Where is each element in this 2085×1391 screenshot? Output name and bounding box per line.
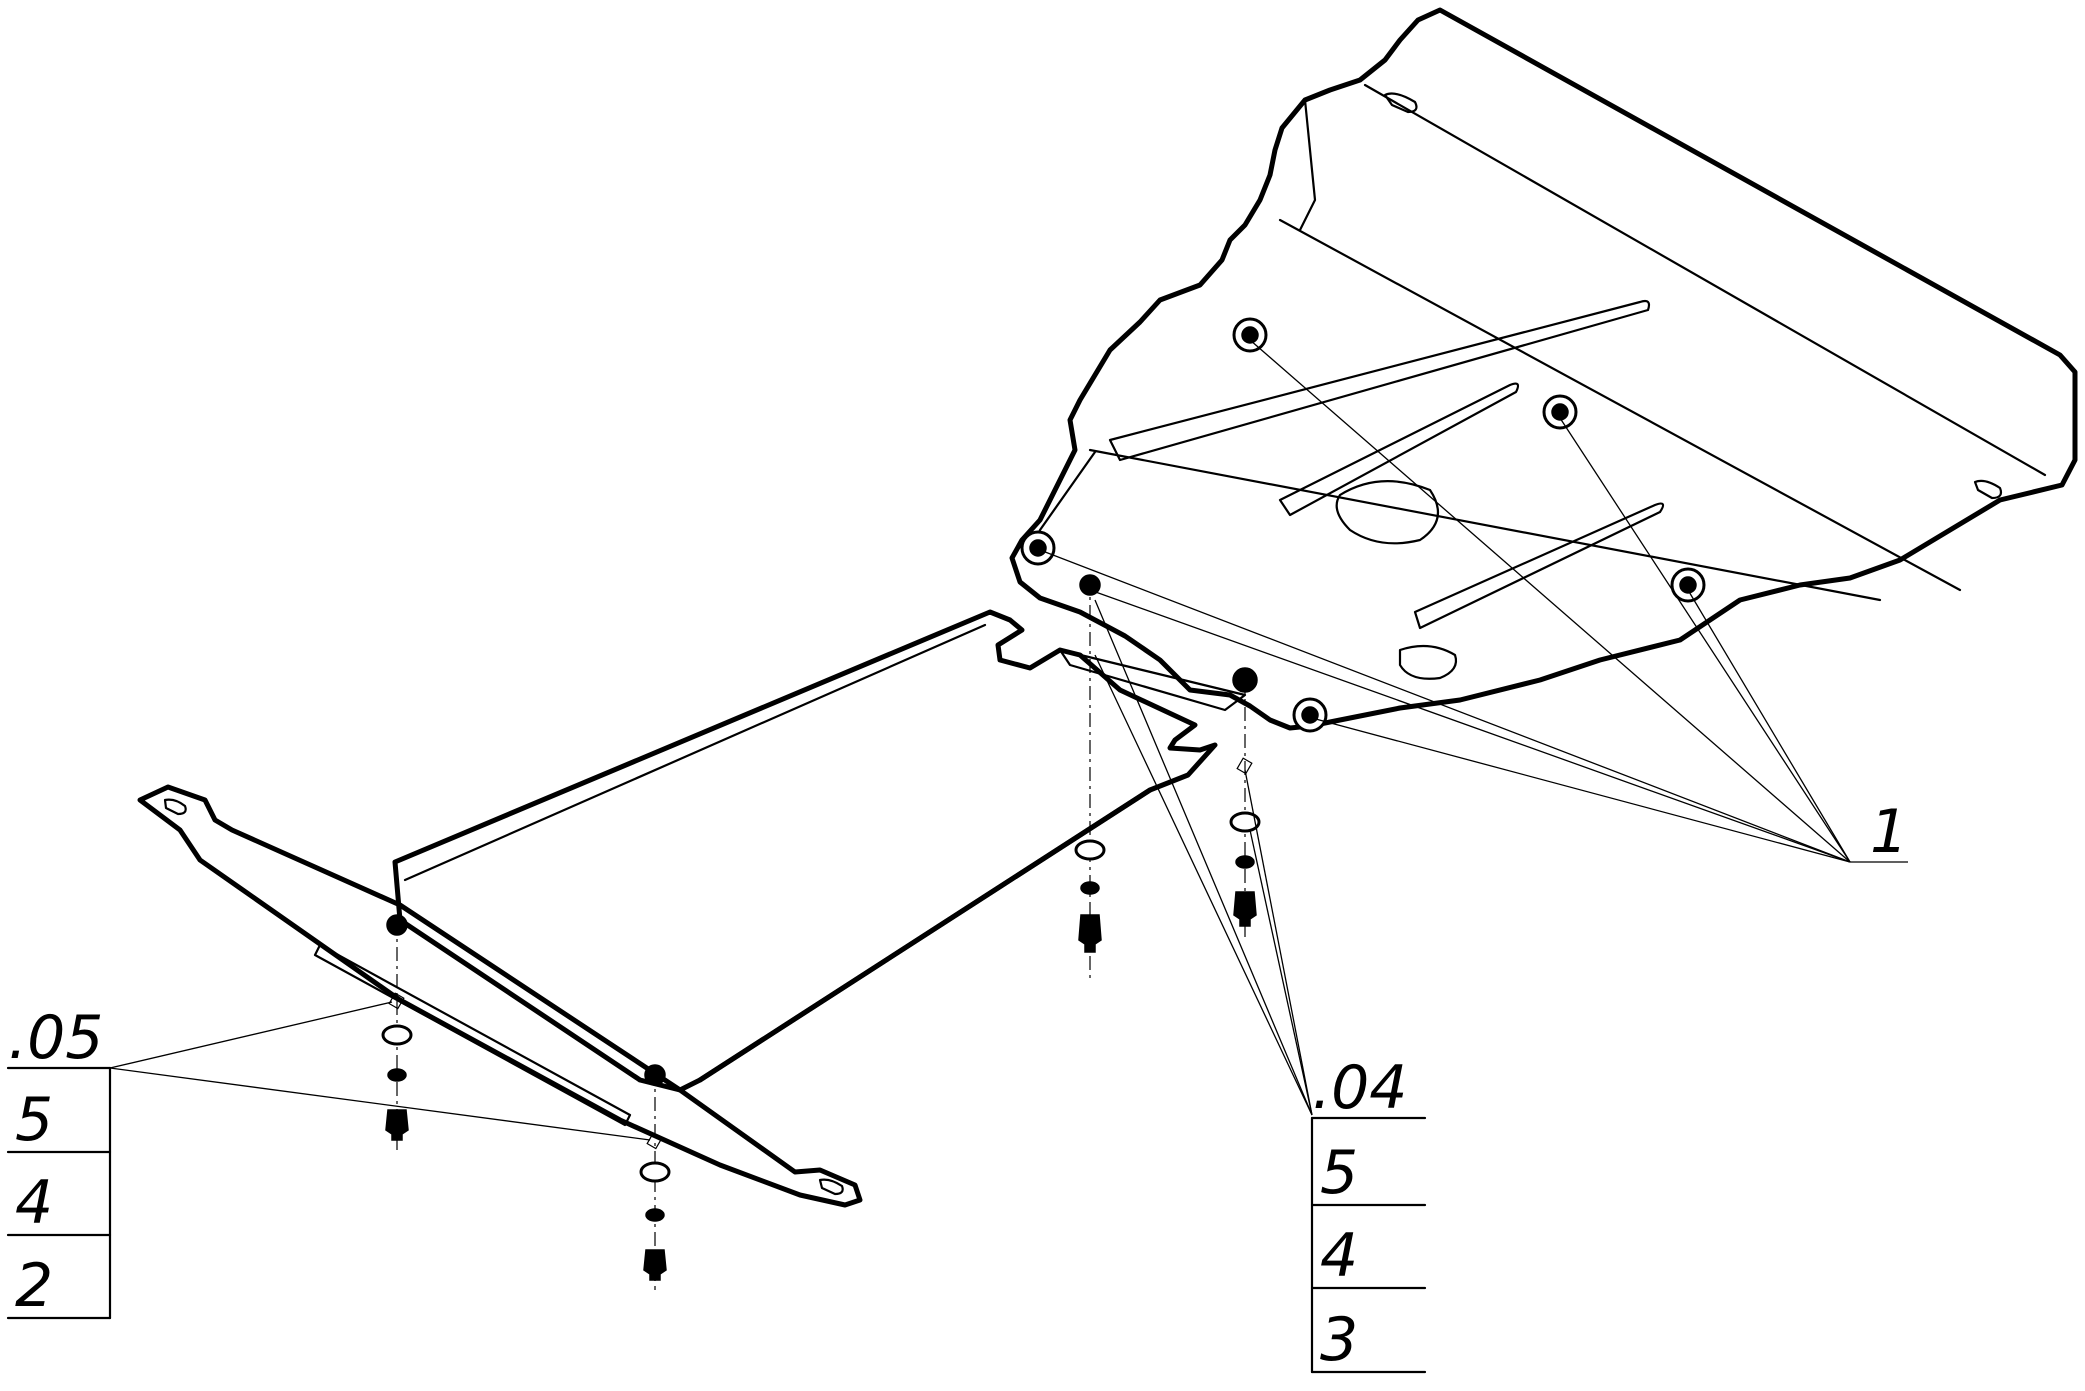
callout-table-left: .05 5 4 2 — [6, 1003, 112, 1321]
fastener-stacks — [381, 574, 1261, 1290]
transmission-skid-plate — [137, 609, 1247, 1208]
callout-right-row-2: 4 — [1320, 1221, 1358, 1291]
callout-right-header: .04 — [1312, 1053, 1407, 1123]
leader-lines — [109, 339, 1908, 1141]
callout-left-row-1: 5 — [15, 1085, 53, 1155]
callout-left-row-3: 2 — [15, 1251, 53, 1321]
callout-main-label: 1 — [1870, 797, 1908, 867]
callout-right-row-3: 3 — [1320, 1305, 1358, 1375]
callout-left-header: .05 — [8, 1003, 103, 1073]
callout-table-right: .04 5 4 3 — [1310, 1053, 1427, 1375]
callout-left-row-2: 4 — [15, 1168, 53, 1238]
front-skid-plate — [1009, 7, 2078, 733]
callout-main: 1 — [1870, 797, 1908, 867]
callout-right-row-1: 5 — [1320, 1138, 1358, 1208]
